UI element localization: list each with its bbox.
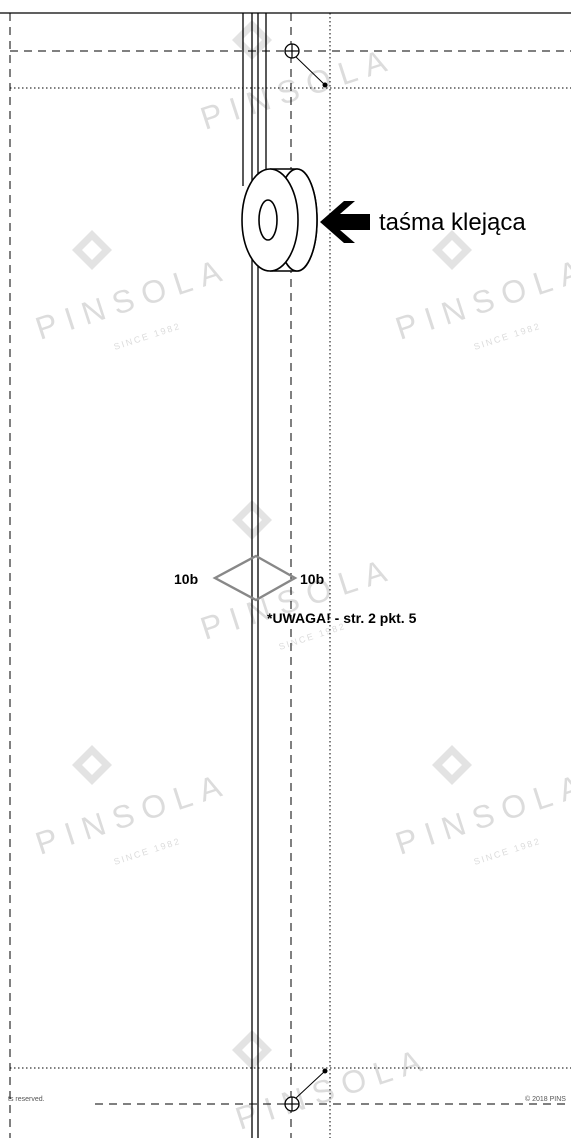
watermark-brand: PINSOLA xyxy=(196,550,399,647)
alignment-diamond xyxy=(212,554,298,602)
watermark: PINSOLA xyxy=(231,1030,434,1137)
watermark: PINSOLA xyxy=(196,20,399,137)
note-text: *UWAGA! - str. 2 pkt. 5 xyxy=(267,610,417,626)
registration-mark-top xyxy=(284,43,328,88)
watermark-since: SINCE 1982 xyxy=(113,321,183,352)
watermark-brand: PINSOLA xyxy=(31,250,234,347)
watermark-since: SINCE 1982 xyxy=(113,836,183,867)
watermark-brand: PINSOLA xyxy=(391,765,571,862)
watermark-logo-icon xyxy=(432,230,472,270)
footer-right-text: © 2018 PINS xyxy=(525,1095,566,1103)
arrow-left-icon xyxy=(320,201,370,243)
watermark-since: SINCE 1982 xyxy=(473,836,543,867)
marker-label-right: 10b xyxy=(300,571,324,587)
watermark-brand: PINSOLA xyxy=(31,765,234,862)
watermark-logo-icon xyxy=(432,745,472,785)
watermark-logo-icon xyxy=(72,230,112,270)
footer-left-text: ts reserved. xyxy=(8,1096,45,1103)
watermark: PINSOLA SINCE 1982 xyxy=(196,500,399,652)
watermark-brand: PINSOLA xyxy=(391,250,571,347)
watermark: PINSOLA SINCE 1982 xyxy=(31,745,234,867)
watermark-logo-icon xyxy=(72,745,112,785)
watermark: PINSOLA SINCE 1982 xyxy=(31,230,234,352)
marker-label-left: 10b xyxy=(174,571,198,587)
tape-label: taśma klejąca xyxy=(379,209,526,236)
watermark-since: SINCE 1982 xyxy=(473,321,543,352)
registration-mark-bottom xyxy=(284,1068,328,1112)
tape-roll-icon xyxy=(241,168,318,272)
watermark: PINSOLA SINCE 1982 xyxy=(391,230,571,352)
watermark: PINSOLA SINCE 1982 xyxy=(391,745,571,867)
